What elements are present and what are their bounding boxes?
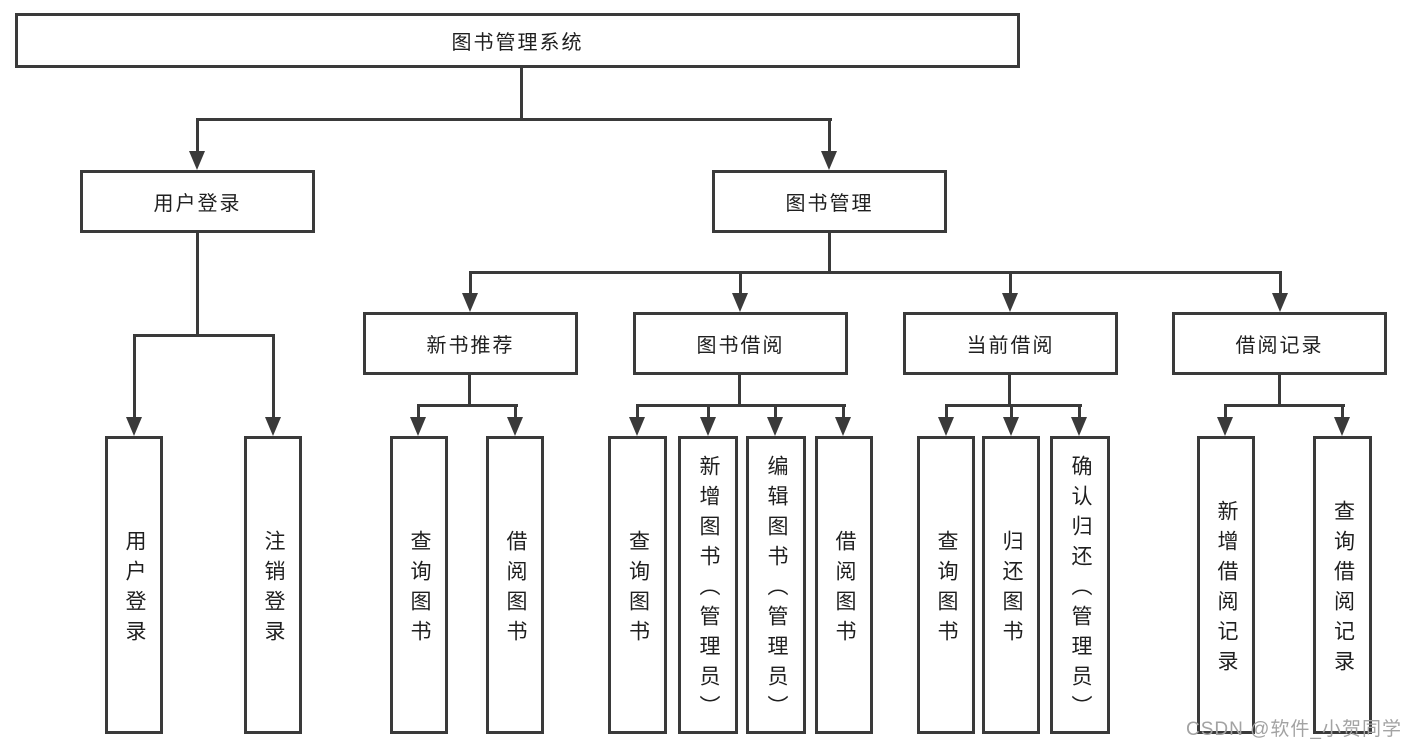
connector-to-leaf-current-query — [945, 404, 948, 419]
node-book-management: 图书管理 — [712, 170, 947, 233]
node-root-label: 图书管理系统 — [451, 32, 584, 54]
arrow-down-icon — [1003, 417, 1019, 436]
leaf-newbook-borrow-books: 借阅图书 — [486, 436, 544, 734]
node-root: 图书管理系统 — [15, 13, 1020, 68]
arrow-down-icon — [767, 417, 783, 436]
connector-to-new-book-recommend — [469, 271, 472, 295]
connector-to-borrow-records — [1279, 271, 1282, 295]
leaf-current-query-books: 查询图书 — [917, 436, 975, 734]
leaf-newbook-query-books: 查询图书 — [390, 436, 448, 734]
connector-to-leaf-newbook-query — [417, 404, 420, 419]
connector-current-borrow-trunk — [1008, 375, 1011, 407]
leaf-borrow-borrow-books-label: 借阅图书 — [833, 529, 856, 650]
leaf-current-return-books-label: 归还图书 — [1000, 529, 1023, 650]
leaf-current-confirm-return-admin: 确认归还（管理员） — [1050, 436, 1110, 734]
connector-book-management-split — [469, 271, 1282, 274]
leaf-borrow-add-books-admin: 新增图书（管理员） — [678, 436, 738, 734]
connector-to-book-management — [828, 118, 831, 154]
leaf-current-return-books: 归还图书 — [982, 436, 1040, 734]
connector-new-book-trunk — [468, 375, 471, 407]
leaf-current-confirm-return-admin-label: 确认归还（管理员） — [1069, 454, 1092, 725]
leaf-logout-login: 注销登录 — [244, 436, 302, 734]
leaf-records-add-record-label: 新增借阅记录 — [1215, 499, 1238, 680]
leaf-current-query-books-label: 查询图书 — [935, 529, 958, 650]
connector-borrow-records-trunk — [1278, 375, 1281, 407]
arrow-down-icon — [410, 417, 426, 436]
leaf-records-query-record: 查询借阅记录 — [1313, 436, 1372, 734]
arrow-down-icon — [1217, 417, 1233, 436]
connector-new-book-split — [417, 404, 518, 407]
connector-root-trunk — [520, 68, 523, 120]
leaf-logout-login-label: 注销登录 — [262, 529, 285, 650]
leaf-borrow-edit-books-admin-label: 编辑图书（管理员） — [765, 454, 788, 725]
watermark-text: CSDN @软件_小贺同学 — [1186, 719, 1402, 740]
node-current-borrow-label: 当前借阅 — [966, 335, 1055, 357]
arrow-down-icon — [507, 417, 523, 436]
connector-user-login-split — [133, 334, 275, 337]
connector-borrow-records-split — [1225, 404, 1345, 407]
arrow-down-icon — [732, 293, 748, 312]
connector-to-leaf-borrow-edit — [774, 404, 777, 419]
node-new-book-recommend-label: 新书推荐 — [426, 335, 515, 357]
leaf-newbook-borrow-books-label: 借阅图书 — [504, 529, 527, 650]
connector-to-leaf-current-return — [1010, 404, 1013, 419]
node-book-borrow: 图书借阅 — [633, 312, 848, 375]
connector-user-login-trunk — [196, 233, 199, 337]
connector-to-leaf-records-add — [1224, 404, 1227, 419]
arrow-down-icon — [629, 417, 645, 436]
connector-to-leaf-records-query — [1341, 404, 1344, 419]
connector-to-leaf-newbook-borrow — [514, 404, 517, 419]
node-current-borrow: 当前借阅 — [903, 312, 1118, 375]
node-book-borrow-label: 图书借阅 — [696, 335, 785, 357]
connector-current-borrow-split — [945, 404, 1082, 407]
connector-to-leaf-borrow-query — [636, 404, 639, 419]
arrow-down-icon — [1002, 293, 1018, 312]
node-book-management-label: 图书管理 — [785, 193, 874, 215]
leaf-borrow-query-books-label: 查询图书 — [626, 529, 650, 650]
arrow-down-icon — [1334, 417, 1350, 436]
arrow-down-icon — [835, 417, 851, 436]
arrow-down-icon — [126, 417, 142, 436]
node-user-login-label: 用户登录 — [153, 193, 242, 215]
arrow-down-icon — [462, 293, 478, 312]
leaf-records-query-record-label: 查询借阅记录 — [1331, 499, 1355, 680]
connector-to-leaf-user-login — [133, 334, 136, 419]
connector-to-leaf-logout-login — [272, 334, 275, 419]
arrow-down-icon — [821, 151, 837, 170]
leaf-user-login-label: 用户登录 — [123, 529, 146, 650]
node-user-login: 用户登录 — [80, 170, 315, 233]
arrow-down-icon — [700, 417, 716, 436]
connector-to-user-login — [196, 118, 199, 154]
connector-to-leaf-borrow-add — [707, 404, 710, 419]
connector-to-leaf-current-confirm — [1078, 404, 1081, 419]
node-borrow-records: 借阅记录 — [1172, 312, 1387, 375]
node-borrow-records-label: 借阅记录 — [1235, 335, 1324, 357]
connector-book-borrow-trunk — [738, 375, 741, 407]
leaf-user-login: 用户登录 — [105, 436, 163, 734]
arrow-down-icon — [1071, 417, 1087, 436]
connector-root-split — [196, 118, 832, 121]
arrow-down-icon — [1272, 293, 1288, 312]
leaf-borrow-borrow-books: 借阅图书 — [815, 436, 873, 734]
leaf-records-add-record: 新增借阅记录 — [1197, 436, 1255, 734]
arrow-down-icon — [265, 417, 281, 436]
connector-book-borrow-split — [636, 404, 846, 407]
arrow-down-icon — [189, 151, 205, 170]
connector-book-management-trunk — [828, 233, 831, 274]
leaf-borrow-edit-books-admin: 编辑图书（管理员） — [746, 436, 806, 734]
leaf-borrow-add-books-admin-label: 新增图书（管理员） — [697, 454, 720, 725]
connector-to-current-borrow — [1009, 271, 1012, 295]
leaf-newbook-query-books-label: 查询图书 — [408, 529, 431, 650]
connector-to-book-borrow — [739, 271, 742, 295]
connector-to-leaf-borrow-borrow — [842, 404, 845, 419]
node-new-book-recommend: 新书推荐 — [363, 312, 578, 375]
leaf-borrow-query-books: 查询图书 — [608, 436, 667, 734]
arrow-down-icon — [938, 417, 954, 436]
